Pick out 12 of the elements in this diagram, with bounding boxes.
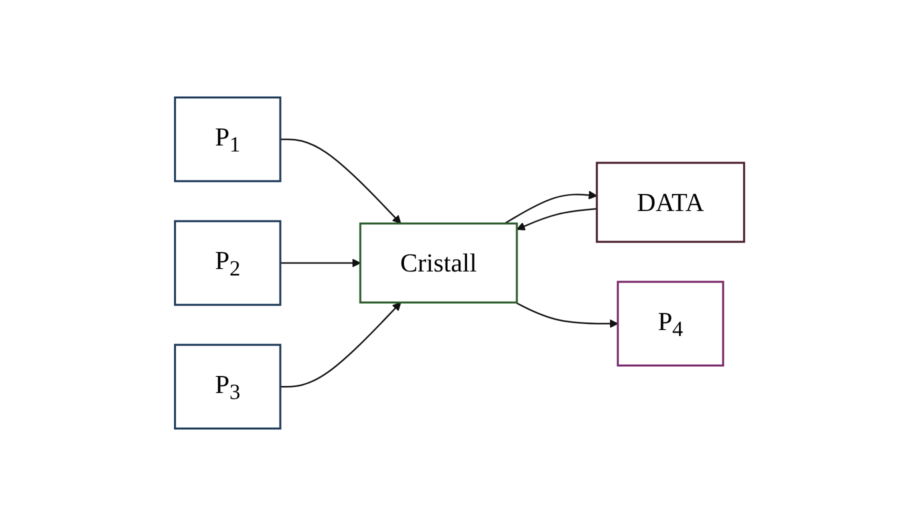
- arrow: [280, 258, 362, 268]
- arrow: [280, 302, 402, 388]
- arrow: [504, 190, 598, 224]
- node-box: P$_{2}$: [174, 220, 282, 306]
- node-box: P$_{1}$: [174, 96, 282, 182]
- arrow: [516, 208, 598, 230]
- node-box: P$_{4}$: [617, 280, 725, 367]
- node-box: P$_{3}$: [174, 344, 282, 430]
- node-box: DATA: [596, 162, 746, 243]
- arrow: [516, 302, 619, 328]
- node-box: Cristall: [360, 222, 518, 304]
- arrow: [280, 138, 402, 224]
